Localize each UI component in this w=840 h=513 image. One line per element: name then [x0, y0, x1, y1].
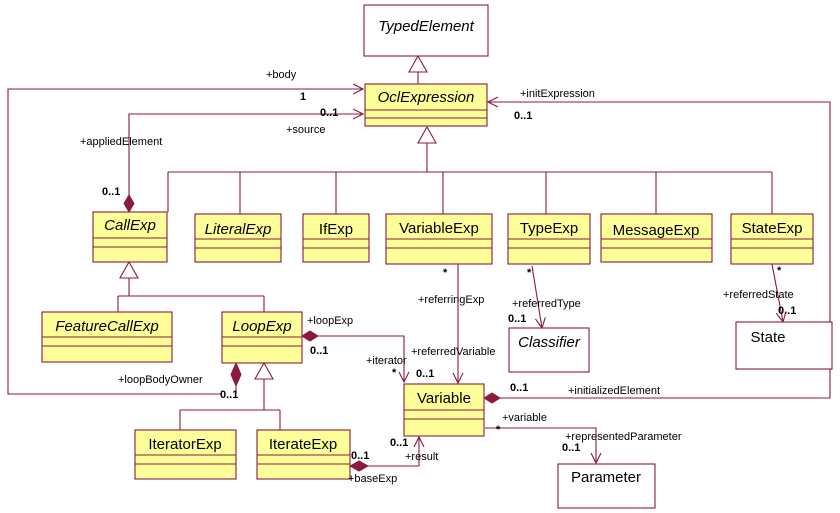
class-iterateexp[interactable]: IterateExp	[256, 429, 351, 480]
association-source	[123, 114, 363, 213]
mult-source: 0..1	[320, 107, 338, 119]
mult-variable-star: *	[496, 424, 501, 436]
role-base-exp: +baseExp	[348, 473, 397, 485]
role-body: +body	[266, 69, 297, 81]
mult-typeexp-star: *	[527, 267, 532, 279]
mult-iterator-star: *	[392, 367, 397, 379]
class-typedelement[interactable]: TypedElement	[363, 4, 489, 57]
class-variable[interactable]: Variable	[403, 383, 485, 437]
class-iteratorexp[interactable]: IteratorExp	[134, 429, 237, 480]
mult-variableexp-star: *	[443, 267, 448, 279]
mult-stateexp-star: *	[777, 265, 782, 277]
role-referred-type: +referredType	[512, 298, 581, 310]
class-oclexpression[interactable]: OclExpression	[364, 83, 488, 127]
mult-initialized-element: 0..1	[510, 382, 528, 394]
class-literalexp[interactable]: LiteralExp	[194, 213, 282, 263]
mult-applied-element: 0..1	[102, 186, 120, 198]
mult-state: 0..1	[778, 305, 796, 317]
class-iterateexp-name: IterateExp	[269, 436, 337, 453]
generalization-loopexp-tree	[179, 361, 281, 430]
generalization-typedelement	[408, 54, 428, 84]
class-literalexp-name: LiteralExp	[205, 221, 272, 238]
association-represented-parameter	[485, 427, 596, 463]
class-featurecallexp[interactable]: FeatureCallExp	[41, 311, 173, 363]
role-referred-state: +referredState	[723, 289, 794, 301]
association-iterator	[301, 330, 404, 382]
role-iterator: +iterator	[366, 355, 407, 367]
mult-loop-exp: 0..1	[310, 345, 328, 357]
association-body	[7, 89, 363, 395]
association-init-expression	[483, 102, 831, 404]
class-parameter-name: Parameter	[571, 469, 641, 486]
class-state-name: State	[750, 329, 785, 346]
generalization-oclexpression-tree	[167, 125, 773, 214]
class-loopexp-name: LoopExp	[232, 318, 291, 335]
class-ifexp[interactable]: IfExp	[302, 213, 370, 263]
association-result	[348, 437, 419, 472]
mult-result: 0..1	[390, 437, 408, 449]
role-loop-body-owner: +loopBodyOwner	[118, 374, 203, 386]
role-init-expression: +initExpression	[520, 88, 595, 100]
role-loop-exp: +loopExp	[307, 315, 353, 327]
class-classifier[interactable]: Classifier	[508, 327, 590, 373]
mult-classifier: 0..1	[508, 313, 526, 325]
class-callexp-name: CallExp	[104, 217, 156, 234]
class-variable-name: Variable	[417, 390, 471, 407]
class-typedelement-name: TypedElement	[378, 18, 474, 35]
role-referred-variable: +referredVariable	[411, 346, 495, 358]
role-initialized-element: +initializedElement	[568, 385, 660, 397]
role-referring-exp: +referringExp	[418, 294, 484, 306]
class-messageexp-name: MessageExp	[613, 222, 700, 239]
mult-init-expression: 0..1	[514, 110, 532, 122]
class-stateexp[interactable]: StateExp	[730, 213, 814, 265]
class-classifier-name: Classifier	[518, 334, 581, 351]
role-result: +result	[405, 451, 438, 463]
role-source: +source	[286, 124, 325, 136]
class-featurecallexp-name: FeatureCallExp	[55, 318, 158, 335]
mult-parameter: 0..1	[562, 442, 580, 454]
role-applied-element: +appliedElement	[80, 136, 162, 148]
class-state[interactable]: State	[735, 321, 833, 370]
association-referred-type	[531, 265, 542, 328]
class-stateexp-name: StateExp	[742, 220, 803, 237]
class-messageexp[interactable]: MessageExp	[600, 213, 713, 263]
class-ifexp-name: IfExp	[319, 221, 353, 238]
class-typeexp[interactable]: TypeExp	[507, 213, 591, 265]
class-loopexp[interactable]: LoopExp	[221, 311, 303, 364]
mult-body-one: 1	[300, 91, 306, 103]
class-variableexp-name: VariableExp	[399, 220, 479, 237]
association-loop-body	[230, 361, 242, 394]
role-variable: +variable	[502, 412, 547, 424]
role-represented-parameter: +representedParameter	[565, 431, 682, 443]
class-variableexp[interactable]: VariableExp	[385, 213, 493, 265]
class-typeexp-name: TypeExp	[520, 220, 578, 237]
generalization-callexp-tree	[117, 260, 265, 312]
mult-loop-body-owner: 0..1	[220, 389, 238, 401]
class-oclexpression-name: OclExpression	[378, 89, 475, 106]
mult-base-exp: 0..1	[351, 450, 369, 462]
class-iteratorexp-name: IteratorExp	[148, 436, 221, 453]
class-parameter[interactable]: Parameter	[557, 463, 656, 509]
class-callexp[interactable]: CallExp	[92, 211, 168, 263]
association-referred-state	[771, 263, 783, 322]
mult-referred-variable: 0..1	[416, 368, 434, 380]
